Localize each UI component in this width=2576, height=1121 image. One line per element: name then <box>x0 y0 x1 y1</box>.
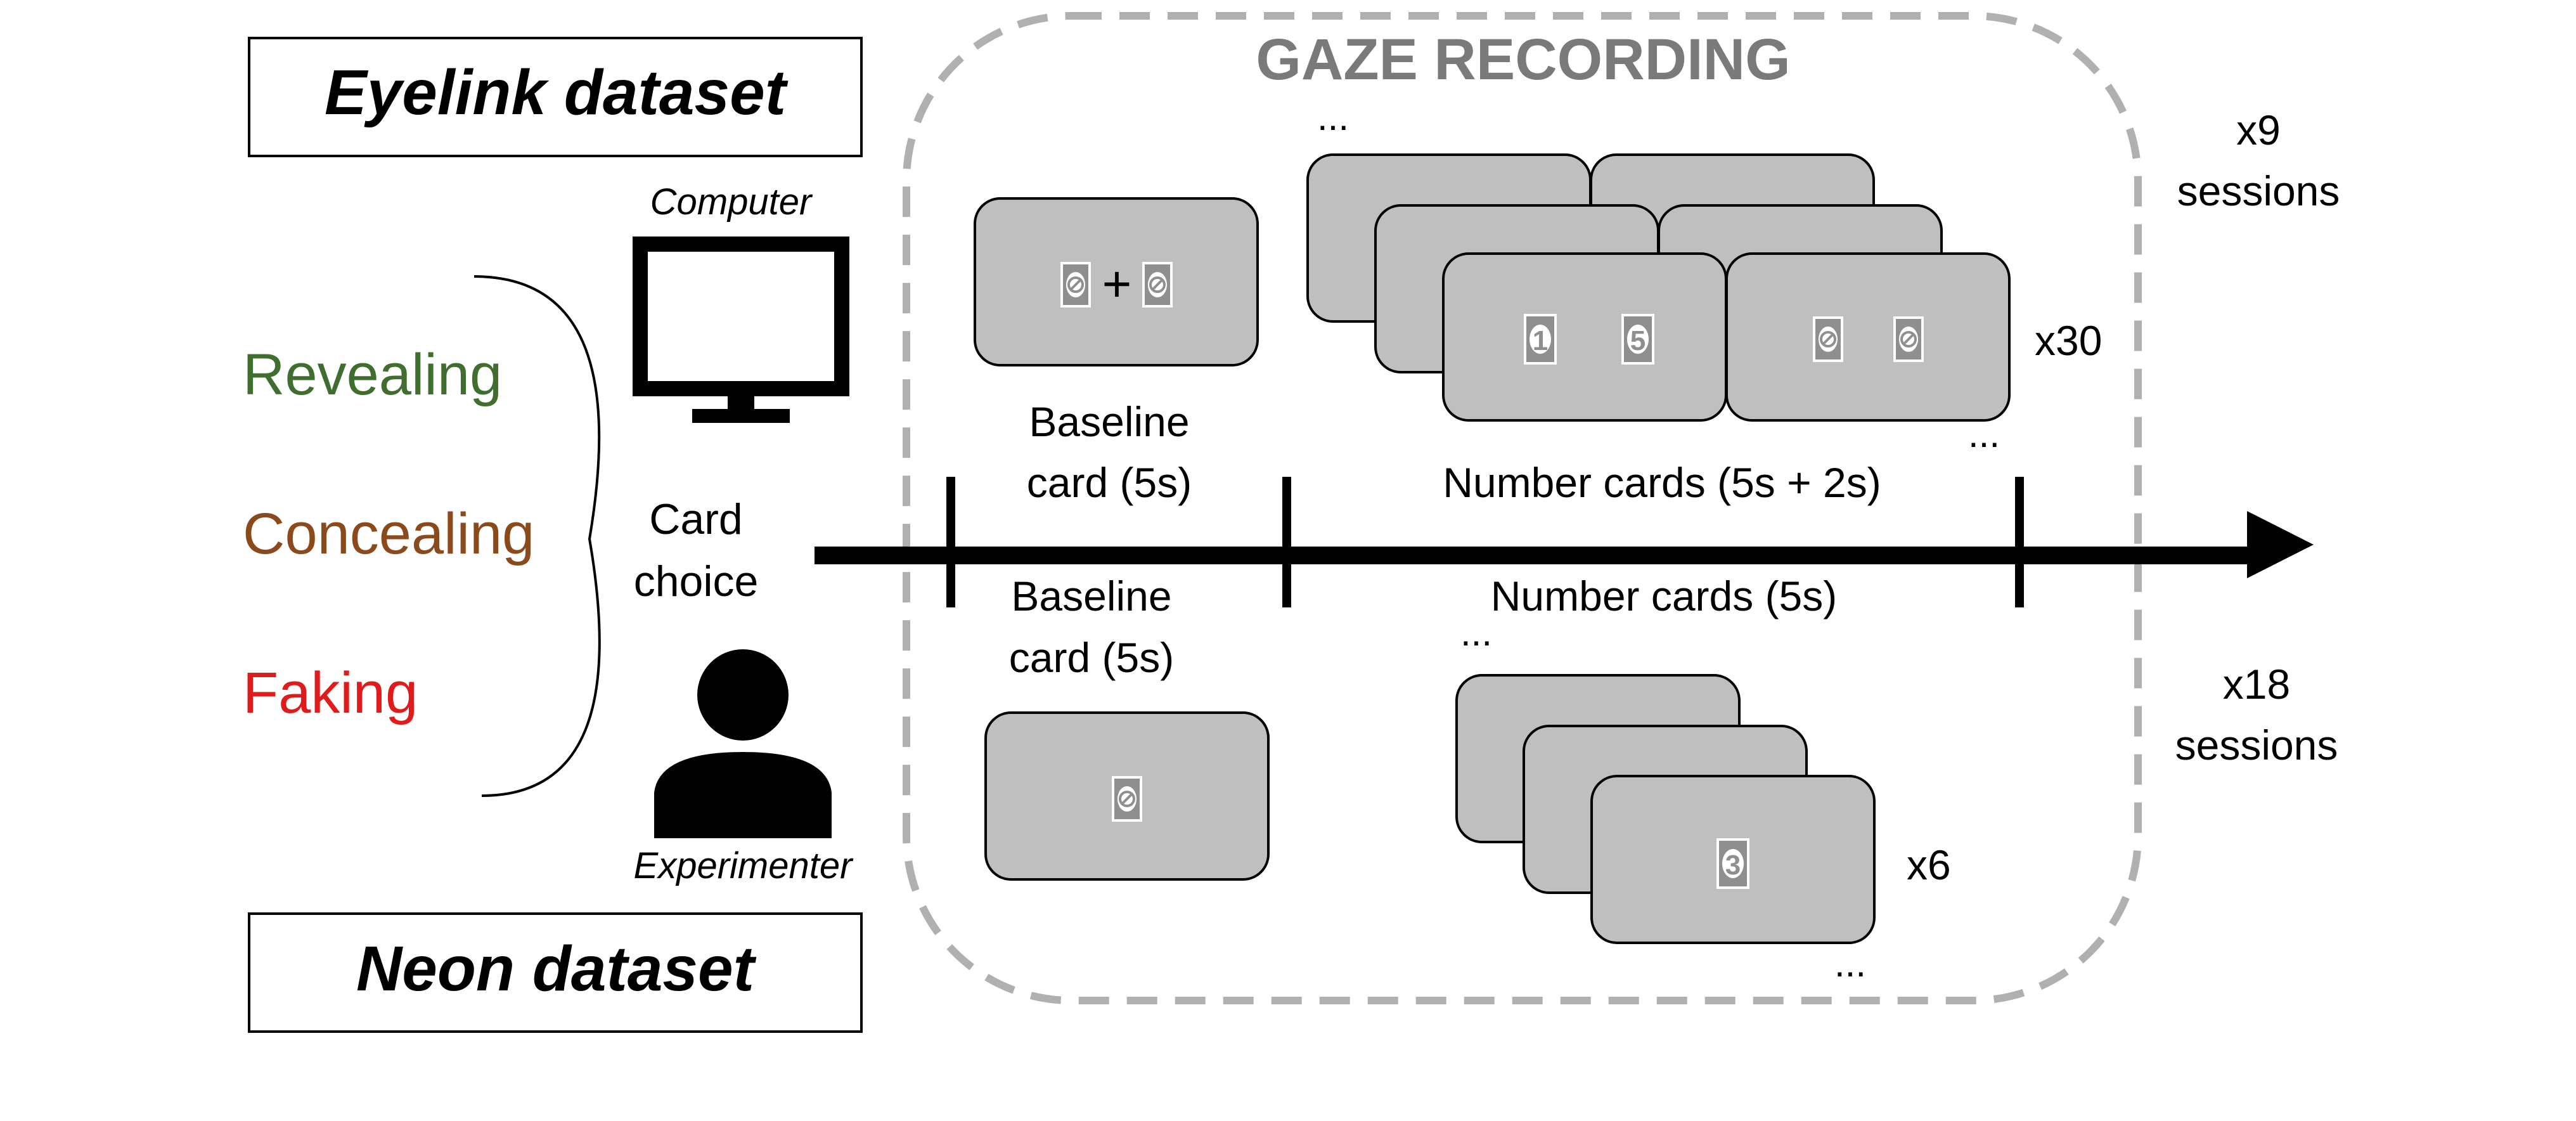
gaze-recording-title: GAZE RECORDING <box>1256 27 1790 92</box>
condition-revealing: Revealing <box>243 342 502 407</box>
repeat-top: x30 <box>2035 317 2102 364</box>
neon-dataset-box <box>248 912 863 1033</box>
computer-icon <box>633 237 849 423</box>
gaze-recording-region <box>903 12 2142 1004</box>
baseline-label-top-line2: card (5s) <box>1027 459 1192 506</box>
conditions-bracket <box>473 275 601 797</box>
card-digit-5: 5 <box>1630 325 1645 356</box>
baseline-label-bottom-line2: card (5s) <box>1009 634 1174 681</box>
baseline-card-bottom <box>984 711 1270 881</box>
sessions-label-bottom: sessions <box>2175 722 2338 768</box>
card-digit-1: 1 <box>1533 325 1548 356</box>
sessions-count-top: x9 <box>2236 107 2281 153</box>
ellipsis-bottom-start: ... <box>1460 611 1492 654</box>
condition-faking: Faking <box>243 661 418 725</box>
fixation-cross: + <box>1102 256 1132 312</box>
timeline-axis <box>815 477 2314 607</box>
baseline-card-top: + <box>974 197 1259 366</box>
sessions-label-top: sessions <box>2177 167 2340 214</box>
condition-concealing: Concealing <box>243 502 534 566</box>
person-icon <box>654 649 832 838</box>
eyelink-dataset-title: Eyelink dataset <box>325 57 789 128</box>
card-choice-line1: Card <box>649 495 742 543</box>
computer-label: Computer <box>650 181 813 223</box>
ellipsis-top-end: ... <box>1968 413 2000 455</box>
baseline-label-top-line1: Baseline <box>1029 398 1189 445</box>
card-digit-3: 3 <box>1725 850 1741 881</box>
number-cards-label-bottom: Number cards (5s) <box>1491 573 1837 619</box>
sessions-count-bottom: x18 <box>2223 661 2290 708</box>
number-cards-stack-bottom: ... 3 ... <box>1455 611 1876 985</box>
number-cards-label-top: Number cards (5s + 2s) <box>1443 459 1881 506</box>
neon-dataset-title: Neon dataset <box>356 933 757 1004</box>
baseline-label-bottom-line1: Baseline <box>1011 573 1171 619</box>
experimenter-label: Experimenter <box>634 845 854 886</box>
card-choice-line2: choice <box>634 557 759 606</box>
ellipsis-top-start: ... <box>1317 96 1349 138</box>
repeat-bottom: x6 <box>1907 841 1951 888</box>
number-cards-stack-top: ... 1 5 ... <box>1306 96 2011 455</box>
eyelink-dataset-box <box>248 37 863 157</box>
ellipsis-bottom-end: ... <box>1834 942 1866 985</box>
